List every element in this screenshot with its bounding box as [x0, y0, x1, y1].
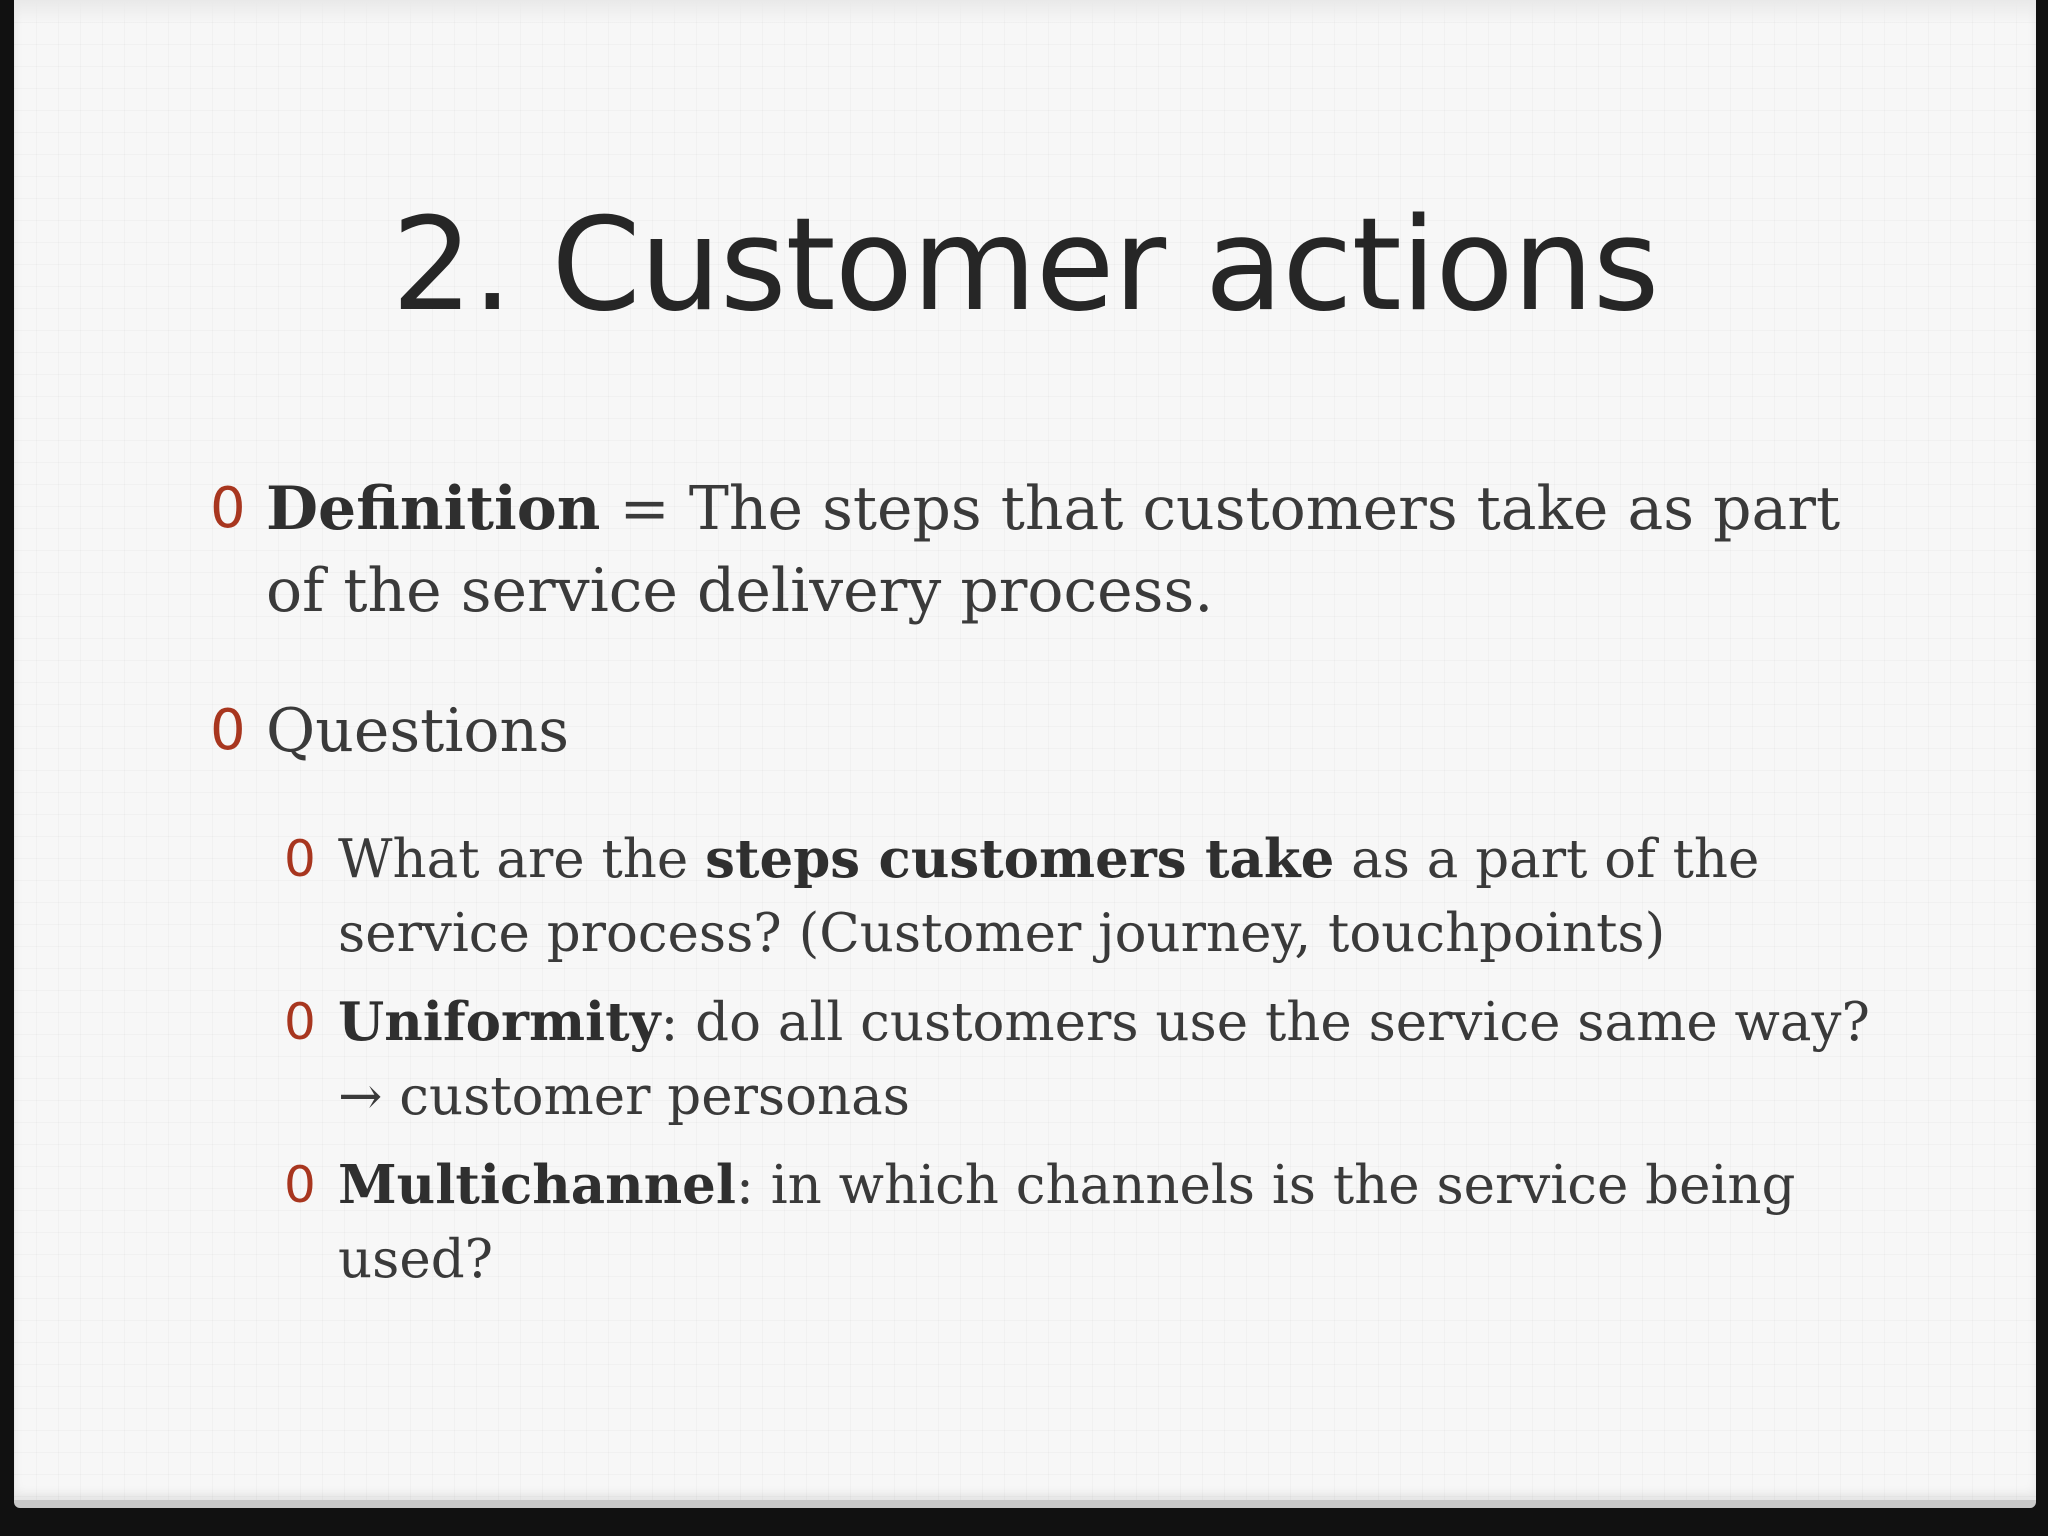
- sub-bullet-uniformity: 0 Uniformity: do all customers use the s…: [284, 985, 1910, 1134]
- sub-bullet-multichannel: 0 Multichannel: in which channels is the…: [284, 1148, 1910, 1297]
- sub-bullet-text: Uniformity: do all customers use the ser…: [338, 985, 1910, 1134]
- sub-bullet-text: What are the steps customers take as a p…: [338, 822, 1910, 971]
- sub-bullet-bold: steps customers take: [705, 828, 1335, 890]
- bullet-questions: 0 Questions: [210, 690, 1910, 772]
- bullet-text: Questions: [266, 696, 569, 766]
- sub-bullet-marker: 0: [284, 830, 316, 888]
- bullet-body: = The steps that customers take as part …: [266, 474, 1841, 626]
- sub-bullet-text: Multichannel: in which channels is the s…: [338, 1148, 1910, 1297]
- sub-bullet-body: : do all customers use the service same …: [338, 992, 1870, 1127]
- sub-bullet-body: : in which channels is the service being…: [338, 1155, 1796, 1290]
- bullet-marker: 0: [210, 476, 246, 541]
- bullet-definition: 0 Definition = The steps that customers …: [210, 468, 1910, 632]
- sub-bullet-body: as a part of the service process? (Custo…: [338, 829, 1760, 964]
- sub-bullet-bold: Uniformity: [338, 991, 661, 1053]
- bullet-marker: 0: [210, 698, 246, 763]
- bullet-list: 0 Definition = The steps that customers …: [210, 468, 1910, 1297]
- sub-bullet-steps: 0 What are the steps customers take as a…: [284, 822, 1910, 971]
- slide: 2. Customer actions 0 Definition = The s…: [14, 0, 2036, 1508]
- slide-title: 2. Customer actions: [391, 191, 1660, 340]
- bullet-text: Definition = The steps that customers ta…: [266, 468, 1910, 632]
- sub-bullet-prefix: What are the: [338, 829, 706, 890]
- sub-bullet-bold: Multichannel: [338, 1154, 737, 1216]
- sub-bullet-marker: 0: [284, 1156, 316, 1214]
- bullet-bold-term: Definition: [266, 474, 601, 544]
- sub-bullet-marker: 0: [284, 993, 316, 1051]
